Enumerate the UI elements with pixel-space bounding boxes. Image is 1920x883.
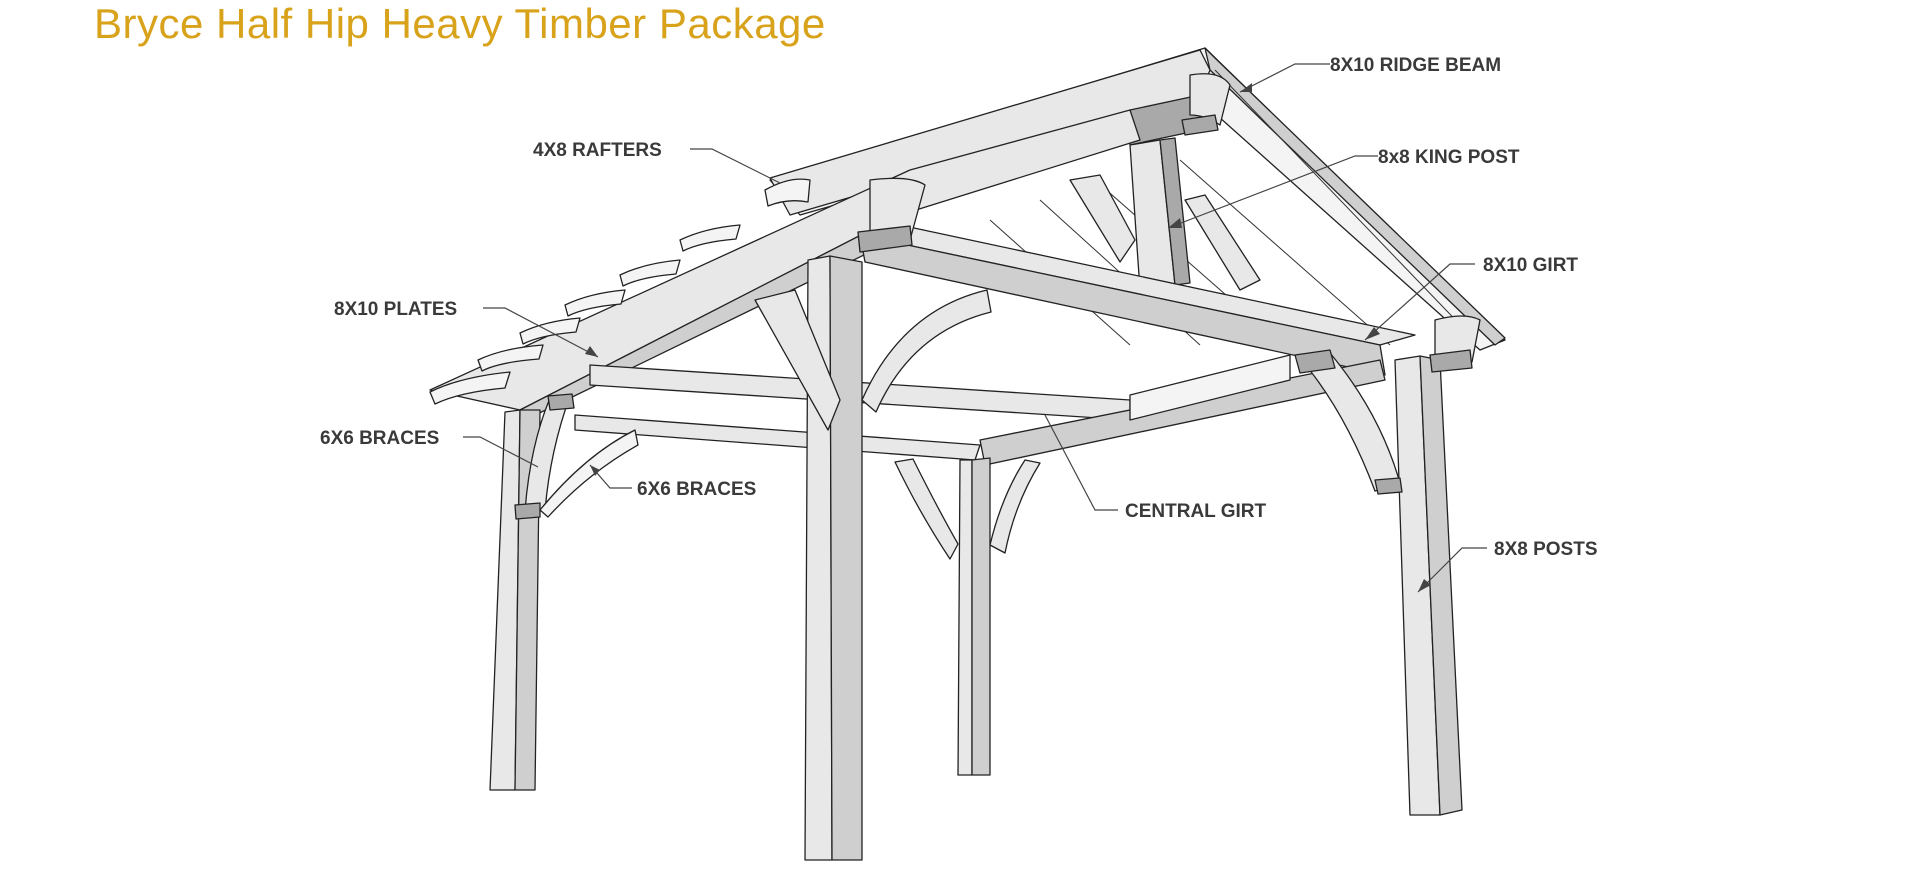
label-braces-left: 6X6 BRACES	[320, 428, 439, 449]
label-king-post: 8x8 KING POST	[1378, 147, 1520, 168]
hip-fascia	[1204, 47, 1506, 346]
brace-center-right	[861, 289, 992, 413]
king-post-assembly	[1069, 137, 1261, 291]
brace-rear-left	[894, 458, 959, 560]
label-central-girt: CENTRAL GIRT	[1125, 501, 1266, 522]
label-braces-inner: 6X6 BRACES	[637, 479, 756, 500]
king-post-brace-right	[1184, 194, 1261, 291]
brace-rear-right	[989, 459, 1041, 554]
label-posts: 8X8 POSTS	[1494, 539, 1598, 560]
ridge-corbel	[1181, 73, 1231, 136]
label-ridge-beam: 8X10 RIDGE BEAM	[1330, 55, 1501, 76]
label-rafters: 4X8 RAFTERS	[533, 140, 662, 161]
brace-center-left	[754, 289, 841, 431]
roof-structure	[429, 47, 1506, 421]
page-title: Bryce Half Hip Heavy Timber Package	[94, 0, 826, 47]
central-girt-assembly	[574, 354, 1386, 466]
callouts: 8X10 RIDGE BEAM 8x8 KING POST 4X8 RAFTER…	[320, 55, 1598, 593]
label-girt: 8X10 GIRT	[1483, 255, 1578, 276]
brace-left-inner	[539, 429, 639, 518]
king-post-brace-left	[1069, 174, 1136, 263]
front-girt	[859, 224, 1416, 376]
post-rear-center	[957, 459, 973, 776]
rafter-tails	[429, 178, 811, 405]
braces	[514, 177, 1481, 560]
label-plates: 8X10 PLATES	[334, 299, 457, 320]
